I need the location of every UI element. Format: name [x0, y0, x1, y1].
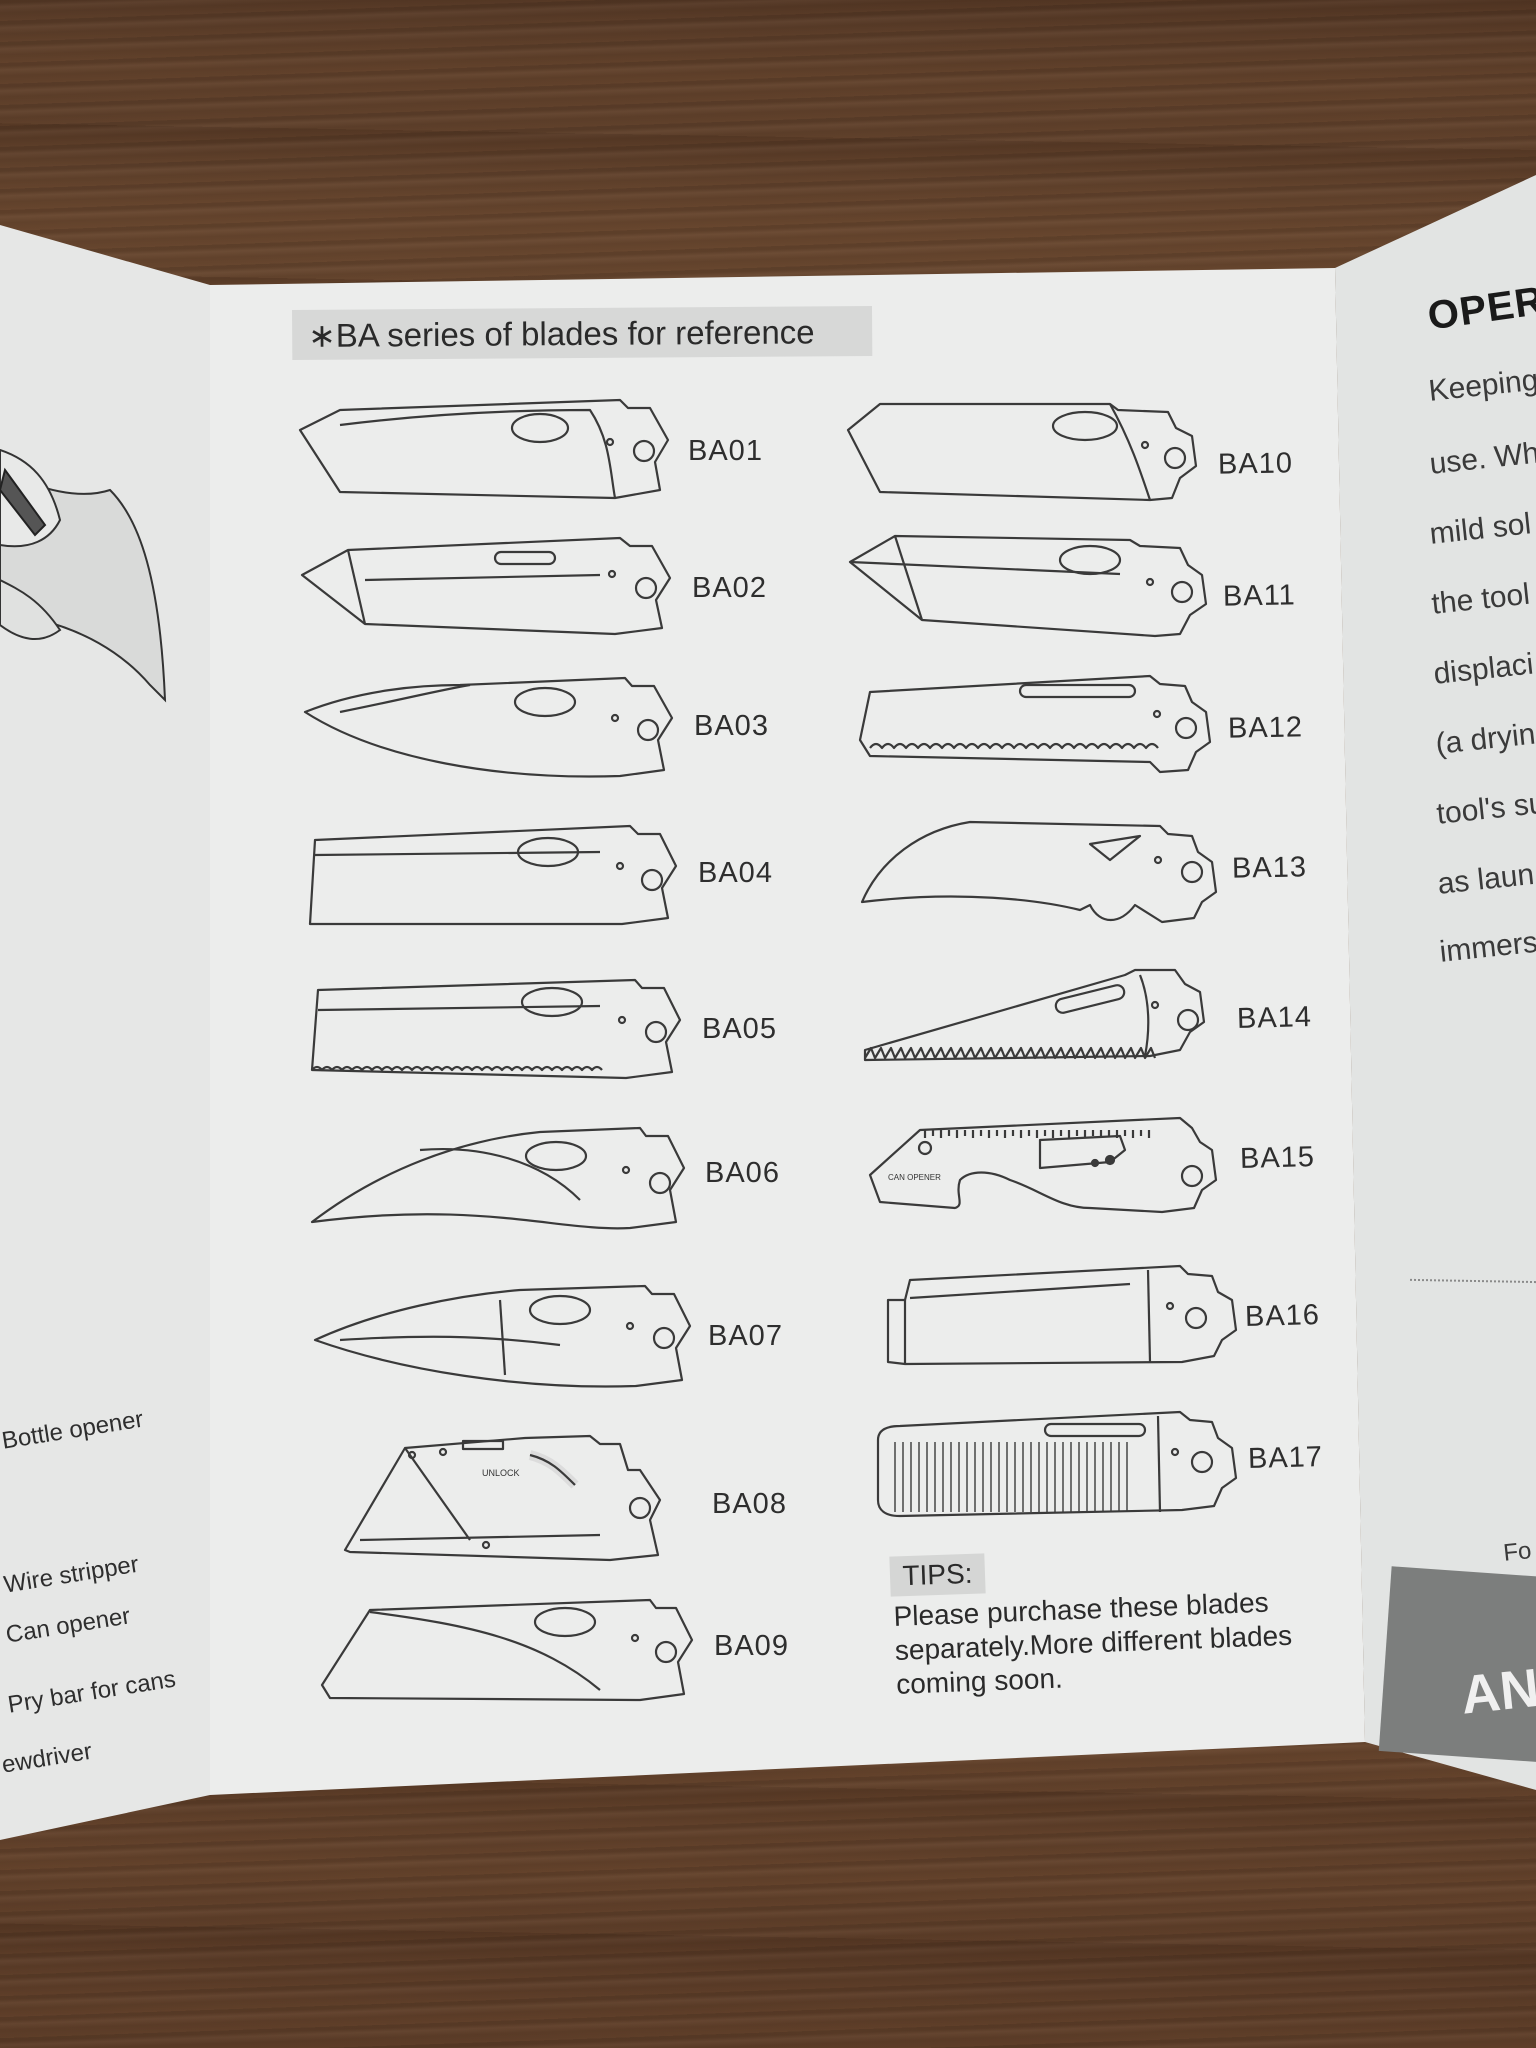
ba08-unlock-marking: UNLOCK	[482, 1468, 520, 1478]
blade-ba16-drawing	[886, 1264, 1238, 1366]
blade-label-ba02: BA02	[692, 572, 767, 604]
blade-ba11-drawing	[848, 534, 1208, 638]
blade-ba02-drawing	[300, 536, 672, 636]
blade-ba06-drawing	[310, 1126, 686, 1230]
blade-ba05-drawing	[310, 978, 682, 1080]
blade-label-ba01: BA01	[688, 435, 763, 467]
blade-ba13-drawing	[860, 820, 1218, 924]
blade-label-ba17: BA17	[1247, 1441, 1324, 1475]
blade-label-ba06: BA06	[705, 1157, 780, 1189]
blade-label-ba09: BA09	[714, 1630, 789, 1662]
tips-text: Please purchase these blades separately.…	[893, 1583, 1327, 1701]
blade-label-ba13: BA13	[1231, 851, 1308, 885]
blade-label-ba15: BA15	[1239, 1141, 1316, 1175]
blade-ba07-drawing	[313, 1284, 692, 1388]
blade-ba10-drawing	[846, 402, 1198, 502]
blade-ba17-drawing	[876, 1410, 1238, 1518]
tips-box: TIPS:	[889, 1553, 986, 1597]
blade-ba14-drawing	[863, 968, 1206, 1062]
ba15-can-opener-marking: CAN OPENER	[888, 1173, 941, 1182]
blade-ba08-drawing: UNLOCK	[343, 1434, 662, 1562]
blade-ba04-drawing	[308, 824, 678, 926]
blade-label-ba14: BA14	[1236, 1001, 1313, 1035]
blade-label-ba11: BA11	[1222, 579, 1297, 613]
right-brand-text: AN	[1458, 1657, 1536, 1726]
blade-ba03-drawing	[303, 676, 674, 778]
tips-label: TIPS:	[901, 1557, 974, 1592]
blade-label-ba07: BA07	[708, 1320, 783, 1352]
right-fo-text: Fo	[1502, 1537, 1533, 1567]
blade-label-ba05: BA05	[702, 1013, 777, 1045]
blade-label-ba16: BA16	[1244, 1299, 1321, 1333]
hand-illustration	[0, 448, 167, 703]
blade-ba15-drawing: CAN OPENER	[868, 1116, 1218, 1214]
blade-ba01-drawing	[298, 398, 670, 500]
blade-label-ba08: BA08	[712, 1488, 787, 1520]
blade-label-ba03: BA03	[694, 710, 769, 742]
blade-ba09-drawing	[320, 1598, 694, 1702]
blade-ba12-drawing	[858, 674, 1212, 774]
blade-label-ba10: BA10	[1217, 447, 1294, 481]
blade-label-ba12: BA12	[1227, 711, 1304, 745]
blade-label-ba04: BA04	[698, 857, 773, 889]
